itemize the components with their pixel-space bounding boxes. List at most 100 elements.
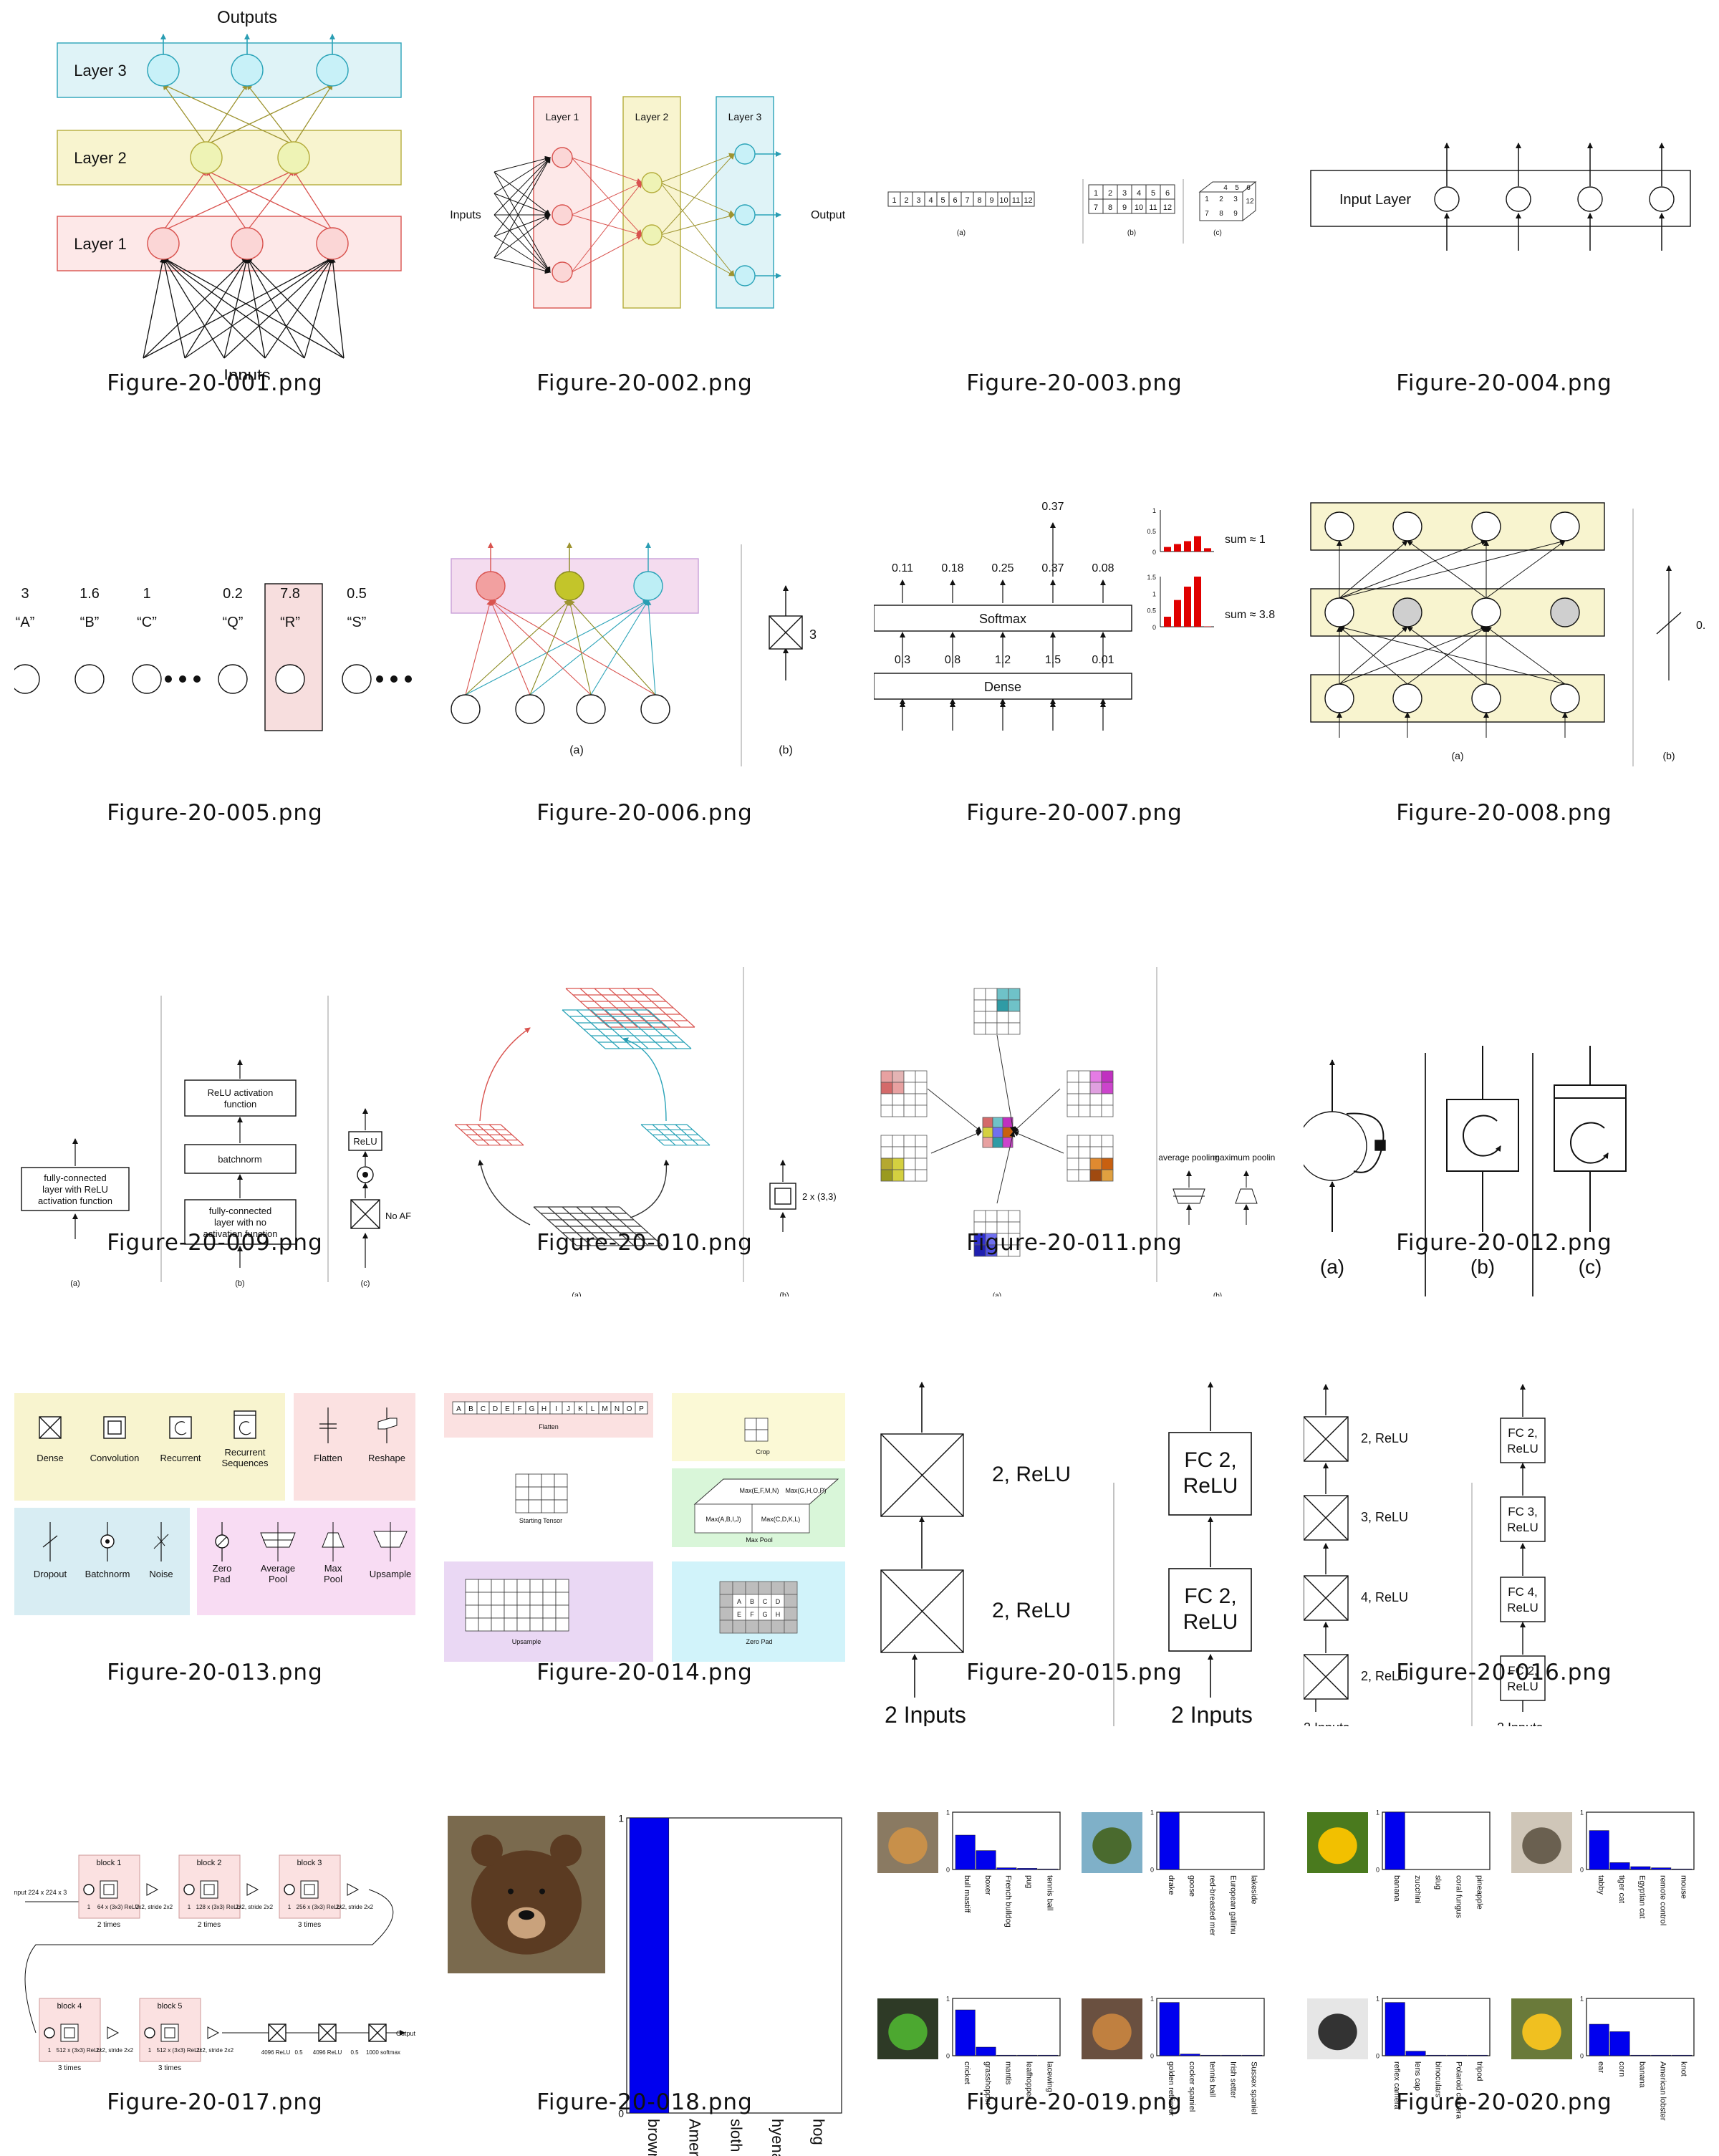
label-text: 2x2, stride 2x2 xyxy=(196,2047,234,2054)
figure-filename-caption[interactable]: Figure-20-003.png xyxy=(874,370,1275,396)
figure-filename-caption[interactable]: Figure-20-019.png xyxy=(874,2089,1275,2115)
probability-bar xyxy=(1589,2024,1609,2056)
pool-grid-cell xyxy=(986,1000,997,1011)
label-text: batchnorm xyxy=(218,1154,261,1165)
label-text: “Q” xyxy=(223,615,244,630)
pool-grid-cell xyxy=(904,1094,915,1105)
pool-grid-cell xyxy=(892,1094,904,1105)
pool-grid-cell xyxy=(915,1135,927,1147)
probability-bar xyxy=(997,2055,1016,2056)
figure-filename-caption[interactable]: Figure-20-011.png xyxy=(874,1230,1275,1256)
ellipsis-dot xyxy=(405,675,412,683)
label-text: Dense xyxy=(37,1453,64,1463)
upsample-cell xyxy=(530,1605,543,1618)
label-text: block 2 xyxy=(197,1859,222,1867)
zero-pad-icon xyxy=(184,1885,194,1895)
label-text: Flatten xyxy=(314,1453,342,1463)
label-text: D xyxy=(776,1598,781,1605)
pool-grid-cell xyxy=(1079,1147,1090,1158)
label-text: H xyxy=(776,1611,781,1618)
figure-filename-caption[interactable]: Figure-20-015.png xyxy=(874,1660,1275,1685)
category-tick-label: lakeside xyxy=(1249,1875,1258,1904)
neuron-circle xyxy=(1393,684,1422,713)
pool-grid-cell xyxy=(997,1000,1008,1011)
figure-thumbnail[interactable]: Input Layer xyxy=(1304,7,1705,380)
label-text: P xyxy=(639,1405,644,1413)
figure-filename-caption[interactable]: Figure-20-020.png xyxy=(1304,2089,1705,2115)
label-text: Input 224 x 224 x 3 xyxy=(14,1889,67,1896)
y-tick-label: 1 xyxy=(1580,1996,1584,2003)
batchnorm-dot xyxy=(362,1172,368,1178)
label-text: 2 times xyxy=(97,1921,120,1929)
neuron-circle xyxy=(231,228,263,259)
label-text: 3 times xyxy=(298,1921,321,1929)
photo-subject xyxy=(1318,1827,1357,1864)
label-text: Upsample xyxy=(370,1569,412,1579)
label-text: 4096 ReLU xyxy=(313,2049,342,2056)
label-text: C xyxy=(481,1405,486,1413)
label-text: 3 xyxy=(1233,196,1238,203)
y-tick-label: 0 xyxy=(1580,2053,1584,2060)
pool-grid-cell xyxy=(915,1071,927,1082)
output-neuron xyxy=(476,572,505,600)
category-tick-label: red-breasted mer xyxy=(1208,1875,1217,1936)
figure-filename-caption[interactable]: Figure-20-012.png xyxy=(1304,1230,1705,1256)
figure-filename-caption[interactable]: Figure-20-007.png xyxy=(874,800,1275,826)
batchnorm-dot xyxy=(105,1539,110,1544)
figure-filename-caption[interactable]: Figure-20-014.png xyxy=(444,1660,845,1685)
label-text: 0.25 xyxy=(991,562,1013,574)
category-tick-label: lacewing xyxy=(1045,2061,1054,2092)
label-text: 1 xyxy=(288,1904,292,1910)
fc-box xyxy=(1501,1497,1545,1541)
label-text: 2 xyxy=(904,196,908,205)
y-tick-label: 1 xyxy=(1376,1996,1379,2003)
recurrent-box xyxy=(1447,1099,1518,1171)
label-text: 512 x (3x3) ReLU xyxy=(157,2047,202,2054)
figure-filename-caption[interactable]: Figure-20-005.png xyxy=(14,800,415,826)
probability-bar xyxy=(1610,2031,1629,2056)
figure-filename-caption[interactable]: Figure-20-004.png xyxy=(1304,370,1705,396)
pool-grid-cell xyxy=(1067,1158,1079,1170)
zero-pad-cell xyxy=(759,1582,771,1594)
figure-filename-caption[interactable]: Figure-20-017.png xyxy=(14,2089,415,2115)
y-tick-label: 0 xyxy=(1150,2053,1154,2060)
pool-grid-cell xyxy=(1090,1135,1102,1147)
label-text: Dropout xyxy=(34,1569,67,1579)
box-label-line: activation function xyxy=(38,1195,112,1206)
figure-filename-caption[interactable]: Figure-20-013.png xyxy=(14,1660,415,1685)
label-text: 1 xyxy=(148,2047,152,2054)
label-text: 4 xyxy=(1223,184,1228,192)
input-neuron xyxy=(1435,187,1459,211)
y-tick-label: 0 xyxy=(946,2053,950,2060)
start-tensor-cell xyxy=(516,1500,529,1513)
category-tick-label: banana xyxy=(1638,2061,1647,2089)
figure-filename-caption[interactable]: Figure-20-001.png xyxy=(14,370,415,396)
red-curve-arrow xyxy=(480,1028,530,1121)
figure-filename-caption[interactable]: Figure-20-009.png xyxy=(14,1230,415,1256)
upsample-cell xyxy=(543,1592,556,1605)
cyan-curve-arrow xyxy=(623,1039,666,1121)
convolution-icon-inner xyxy=(108,1421,121,1434)
pool-grid-cell xyxy=(1008,1211,1020,1222)
fc-label-line: ReLU xyxy=(1183,1474,1238,1498)
figure-filename-caption[interactable]: Figure-20-010.png xyxy=(444,1230,845,1256)
figure-filename-caption[interactable]: Figure-20-016.png xyxy=(1304,1660,1705,1685)
category-tick-label: brown bear xyxy=(645,2119,663,2156)
neuron-circle xyxy=(1325,598,1354,627)
ellipsis-dot xyxy=(376,675,383,683)
label-text: G xyxy=(529,1405,535,1413)
figure-filename-caption[interactable]: Figure-20-008.png xyxy=(1304,800,1705,826)
label-text: 5 xyxy=(1235,184,1239,192)
pool-grid-cell xyxy=(1008,1011,1020,1023)
figure-filename-caption[interactable]: Figure-20-018.png xyxy=(444,2089,845,2115)
label-text: 0.8 xyxy=(945,654,960,666)
figure-filename-caption[interactable]: Figure-20-002.png xyxy=(444,370,845,396)
zero-pad-cell xyxy=(784,1582,797,1594)
label-text: 512 x (3x3) ReLU xyxy=(57,2047,102,2054)
start-tensor-cell xyxy=(554,1487,567,1500)
figure-filename-caption[interactable]: Figure-20-006.png xyxy=(444,800,845,826)
